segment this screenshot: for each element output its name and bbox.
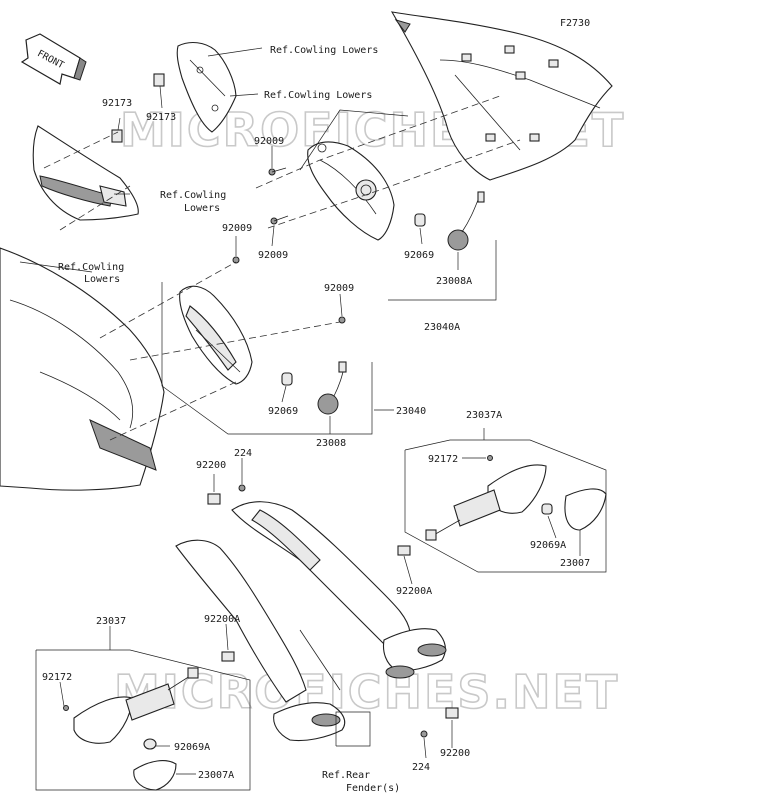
cowling-bracket-upper xyxy=(176,41,237,133)
plate-92200a-right xyxy=(397,545,411,556)
part-label-224-a: 224 xyxy=(234,448,252,459)
bulb-92069-upper xyxy=(414,213,426,227)
cowling-upper-right xyxy=(390,11,613,181)
front-arrow-icon: FRONT xyxy=(20,33,87,85)
ref-cowling-left-1: Ref.Cowling xyxy=(160,190,226,201)
part-label-92069a-b: 92069A xyxy=(174,742,210,753)
ref-cowling-far-2: Lowers xyxy=(84,274,120,285)
part-label-23008a: 23008A xyxy=(436,276,472,287)
part-label-23037a: 23037A xyxy=(466,410,502,421)
plate-92200-upper xyxy=(207,493,221,505)
part-label-92009-a: 92009 xyxy=(254,136,284,147)
part-label-92009-c: 92009 xyxy=(222,223,252,234)
turn-signal-23037a xyxy=(425,455,607,541)
ref-cowling-far-1: Ref.Cowling xyxy=(58,262,124,273)
ref-cowling-lowers-top: Ref.Cowling Lowers xyxy=(270,45,378,56)
part-label-224-b: 224 xyxy=(412,762,430,773)
socket-23008a xyxy=(447,191,485,251)
turn-signal-23037 xyxy=(63,667,199,791)
part-label-92173-b: 92173 xyxy=(146,112,176,123)
part-label-23008: 23008 xyxy=(316,438,346,449)
part-label-23007: 23007 xyxy=(560,558,590,569)
part-label-23037: 23037 xyxy=(96,616,126,627)
cowling-left-upper xyxy=(32,125,139,221)
screw-224-upper xyxy=(238,484,246,492)
part-label-23007a: 23007A xyxy=(198,770,234,781)
socket-23008 xyxy=(317,361,347,415)
part-label-92172-b: 92172 xyxy=(42,672,72,683)
screw-92009-c xyxy=(232,256,240,264)
screw-224-lower xyxy=(420,730,428,738)
figure-code: F2730 xyxy=(560,18,590,29)
screw-92009-a xyxy=(268,167,287,176)
clip-92173-upper xyxy=(153,73,165,87)
part-label-92200a-a: 92200A xyxy=(396,586,432,597)
ref-rear-fender-2: Fender(s) xyxy=(346,783,400,794)
turn-signal-housing-23040 xyxy=(179,285,253,385)
part-label-92009-b: 92009 xyxy=(258,250,288,261)
ref-cowling-left-2: Lowers xyxy=(184,203,220,214)
cowling-left-lower xyxy=(0,247,165,491)
clip-92173 xyxy=(111,129,123,143)
part-label-92009-d: 92009 xyxy=(324,283,354,294)
rear-fender-bracket-right xyxy=(231,501,447,679)
plate-92200a-left xyxy=(221,651,235,662)
screw-92009-b xyxy=(270,215,289,225)
ref-cowling-lowers-mid: Ref.Cowling Lowers xyxy=(264,90,372,101)
part-label-92200-a: 92200 xyxy=(196,460,226,471)
part-label-92069-b: 92069 xyxy=(268,406,298,417)
plate-92200-lower xyxy=(445,707,459,719)
part-label-92200a-b: 92200A xyxy=(204,614,240,625)
part-label-23040: 23040 xyxy=(396,406,426,417)
bulb-92069-lower xyxy=(281,372,293,386)
rear-fender-bracket-left xyxy=(175,539,346,742)
turn-signal-housing-23040a xyxy=(307,141,395,241)
part-label-23040a: 23040A xyxy=(424,322,460,333)
screw-92009-d xyxy=(338,316,346,324)
part-label-92173-a: 92173 xyxy=(102,98,132,109)
part-label-92069a-a: 92069A xyxy=(530,540,566,551)
part-label-92200-b: 92200 xyxy=(440,748,470,759)
part-label-92172-a: 92172 xyxy=(428,454,458,465)
ref-rear-fender-1: Ref.Rear xyxy=(322,770,370,781)
part-label-92069-a: 92069 xyxy=(404,250,434,261)
